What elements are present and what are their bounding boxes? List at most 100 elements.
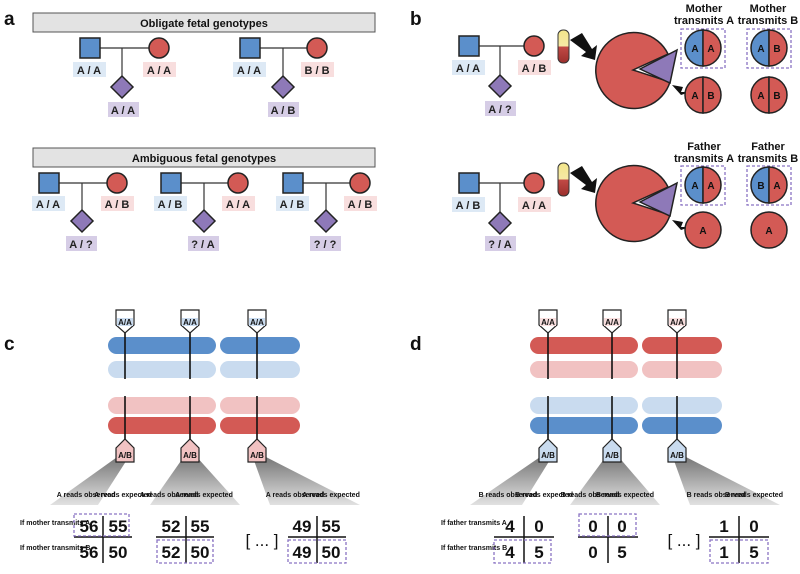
svg-text:A/A: A/A (183, 318, 197, 327)
pedigree-obligate-1: A / A A / A A / A (73, 37, 176, 117)
maternal-chromosome (108, 397, 216, 414)
maternal-chromosome (220, 417, 300, 434)
blood-tube-icon (557, 162, 570, 197)
svg-text:A: A (773, 181, 780, 192)
mother-circle (148, 37, 170, 59)
header-observed: A reads observed (57, 492, 116, 499)
row-label-1: If mother transmits A (20, 520, 90, 527)
maternal-chromosome (642, 361, 722, 378)
svg-text:50: 50 (109, 543, 128, 562)
likelihood-table: A reads observed A reads expected 49 55 … (266, 492, 360, 564)
fetus-diamond (487, 210, 513, 236)
svg-text:0: 0 (588, 517, 597, 536)
panel-c: A/A A/A A/A A/B A/B A/B If mo (20, 309, 360, 564)
best-fit-box (73, 513, 130, 537)
svg-text:0: 0 (617, 517, 626, 536)
selected-box (746, 28, 792, 69)
col2-title-line1: Father (751, 141, 785, 153)
svg-text:56: 56 (80, 517, 99, 536)
maternal-chromosome (642, 337, 722, 354)
maternal-split-circle: A B (684, 76, 722, 114)
mother-circle (106, 172, 128, 194)
best-fit-box (156, 539, 214, 564)
svg-text:A: A (757, 44, 764, 55)
svg-text:A/B: A/B (541, 451, 555, 460)
svg-text:4: 4 (505, 517, 515, 536)
ellipsis: [ ... ] (667, 531, 700, 550)
mother-circle (227, 172, 249, 194)
svg-text:55: 55 (191, 517, 210, 536)
likelihood-table: A reads observed A reads expected 52 55 … (140, 492, 233, 564)
father-square (282, 172, 304, 194)
mother-genotype: B / B (304, 65, 329, 77)
blood-tube-icon (557, 29, 570, 64)
svg-text:49: 49 (293, 543, 312, 562)
pedigree-ambiguous-1: A / A A / B A / ? (32, 172, 134, 251)
svg-text:A/A: A/A (118, 318, 132, 327)
row-label-2: If father transmits B (441, 545, 507, 552)
svg-text:0: 0 (749, 517, 758, 536)
fetus-genotype: ? / A (488, 239, 511, 251)
header-expected: A reads expected (94, 492, 152, 499)
maternal-chromosome (530, 361, 638, 378)
snp-tag-father: A/B (538, 438, 558, 463)
fetal-split-circle: A A (684, 29, 722, 67)
svg-text:0: 0 (534, 517, 543, 536)
svg-text:B: B (757, 181, 764, 192)
selected-box (680, 165, 726, 206)
paternal-chromosome (108, 337, 216, 354)
best-fit-box (578, 513, 637, 537)
panel-label-b: b (410, 9, 422, 30)
arrow-icon (570, 166, 597, 193)
fetus-diamond (109, 74, 135, 100)
svg-text:56: 56 (80, 543, 99, 562)
mother-genotype: A / B (105, 199, 130, 211)
father-genotype: A / B (280, 199, 305, 211)
svg-text:A/A: A/A (250, 318, 264, 327)
snp-tag-mother: A/B (247, 438, 267, 463)
fetus-genotype: A / ? (488, 104, 512, 116)
svg-text:49: 49 (293, 517, 312, 536)
svg-text:A: A (707, 181, 714, 192)
header-expected: B reads expected (725, 492, 783, 499)
fetus-genotype: A / B (271, 105, 296, 117)
fetus-diamond (270, 74, 296, 100)
svg-text:A/B: A/B (605, 451, 619, 460)
header-observed: B reads observed (561, 492, 620, 499)
maternal-circle: A (750, 211, 788, 249)
selected-box (746, 165, 792, 206)
svg-text:50: 50 (191, 543, 210, 562)
fetus-diamond (313, 208, 339, 234)
fetus-diamond (487, 73, 513, 99)
best-fit-box (709, 539, 769, 564)
svg-text:A/B: A/B (183, 451, 197, 460)
mother-genotype: A / A (226, 199, 250, 211)
father-genotype: A / B (158, 199, 183, 211)
read-cone (50, 455, 130, 505)
panel-label-a: a (4, 9, 15, 30)
col1-title-line2: transmits A (674, 15, 734, 27)
row-label-2: If mother transmits B (20, 545, 90, 552)
svg-text:52: 52 (162, 543, 181, 562)
header-observed: A reads observed (140, 492, 199, 499)
maternal-chromosome (530, 337, 638, 354)
ambiguous-title-bar (32, 147, 376, 168)
panel-label-c: c (4, 334, 15, 355)
maternal-chromosome (108, 417, 216, 434)
snp-tag-mother: A/A (602, 309, 622, 334)
father-square (160, 172, 182, 194)
fetus-diamond (191, 208, 217, 234)
col1-title-line1: Father (687, 141, 721, 153)
best-fit-box (287, 539, 347, 564)
paternal-chromosome (642, 417, 722, 434)
read-cone (470, 455, 553, 505)
snp-tag-father: A/B (602, 438, 622, 463)
read-cone (150, 455, 240, 505)
mother-circle (306, 37, 328, 59)
mother-circle (523, 35, 545, 57)
snp-tag-mother: A/B (115, 438, 135, 463)
col2-title-line1: Mother (750, 3, 787, 15)
father-square (458, 172, 480, 194)
father-square (458, 35, 480, 57)
